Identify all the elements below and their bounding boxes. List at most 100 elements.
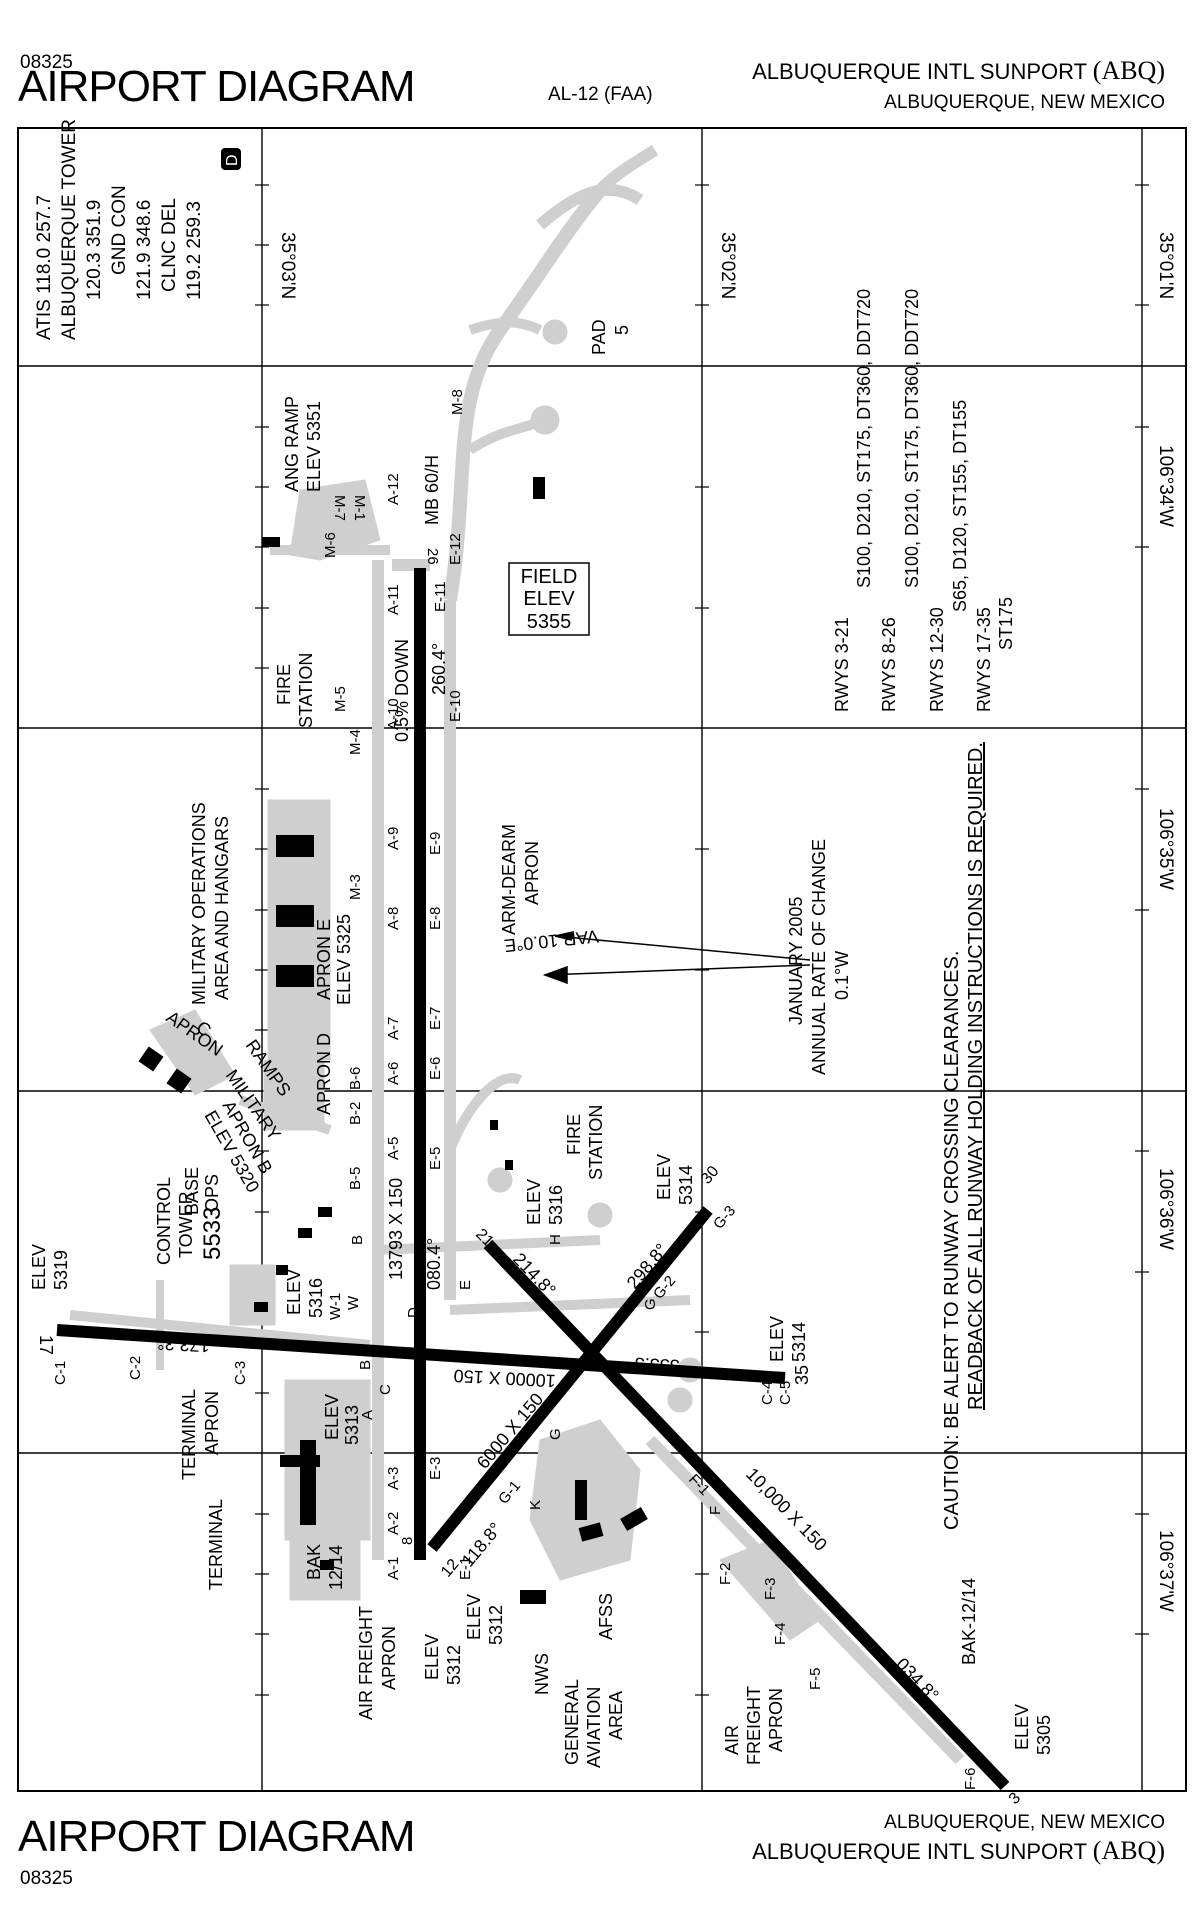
mb-label: MB 60/H [422, 455, 442, 525]
airport-name-top: ALBUQUERQUE INTL SUNPORT (ABQ) [752, 56, 1165, 86]
elev-5312a-label: ELEV [422, 1634, 442, 1680]
fire-station-line1: FIRE [274, 664, 294, 705]
twy-a3: A-3 [385, 1467, 402, 1490]
twy-a9: A-9 [385, 827, 402, 850]
twy-e6: E-6 [427, 1057, 444, 1080]
buildings [138, 477, 648, 1604]
control-tower-height: 5533 [199, 1207, 226, 1260]
twy-w-letter: W [345, 1295, 362, 1310]
air-freight-apron-right [719, 1539, 821, 1641]
ga-line3: AREA [606, 1691, 626, 1740]
pad-label: PAD [589, 319, 609, 355]
elev-5305-label: ELEV [1012, 1704, 1032, 1750]
twy-e9: E-9 [427, 832, 444, 855]
elev-5314b-value: 5314 [789, 1322, 809, 1362]
rwy17-35-dims: 10000 X 150 [453, 1366, 556, 1391]
twy-g-letter: G [642, 1298, 659, 1310]
weights-rwy3-21-values: S100, D210, ST175, DT360, DDT720 [854, 289, 874, 588]
twy-e12: E-12 [447, 533, 464, 565]
field-elev-line3: 5355 [527, 611, 572, 633]
weights-rwy8-26-values: S100, D210, ST175, DT360, DDT720 [902, 289, 922, 588]
twy-a6: A-6 [385, 1062, 402, 1085]
twy-g1: G-1 [495, 1477, 524, 1507]
weights-rwy8-26: RWYS 8-26 [879, 617, 899, 712]
nws-label: NWS [532, 1653, 552, 1695]
twy-a2: A-2 [385, 1512, 402, 1535]
twy-b6: B-6 [347, 1067, 364, 1090]
air-freight-right-line3: APRON [766, 1688, 786, 1752]
ga-line1: GENERAL [562, 1679, 582, 1765]
magvar-arrows [542, 931, 811, 985]
field-elev-text: FIELD ELEV 5355 [521, 566, 578, 633]
rwy3-end: 3 [1006, 1789, 1024, 1807]
elev-5314a-value: 5314 [676, 1165, 696, 1205]
twy-c1: C-1 [52, 1361, 69, 1385]
elev-5319-value: 5319 [51, 1250, 71, 1290]
twy-f4: F-4 [772, 1623, 789, 1646]
twy-a5: A-5 [385, 1137, 402, 1160]
lon-106-35: 106°35'W [1155, 808, 1176, 890]
twy-m6: M-6 [322, 532, 339, 558]
twy-c3: C-3 [232, 1361, 249, 1385]
rwy17-end: 17 [36, 1335, 56, 1355]
ang-ramp-elev: ELEV 5351 [304, 401, 324, 492]
fire-station2-line2: STATION [586, 1105, 606, 1180]
airport-name-bottom: ALBUQUERQUE INTL SUNPORT (ABQ) [752, 1836, 1165, 1866]
twy-e8: E-8 [427, 907, 444, 930]
magvar-line3: 0.1°W [832, 951, 852, 1000]
terminal-apron-line1: TERMINAL [179, 1389, 199, 1480]
rwy26-hdg: 260.4° [429, 643, 449, 695]
apron-d-label: APRON D [314, 1033, 334, 1115]
fire-station-line2: STATION [296, 653, 316, 728]
lon-106-37: 106°37'W [1155, 1530, 1176, 1612]
afss-label: AFSS [596, 1593, 616, 1640]
twy-d-letter: D [405, 1307, 422, 1318]
rwy26-end: 26 [424, 548, 441, 565]
lon-106-34: 106°34'W [1155, 445, 1176, 527]
base-ops-line2: OPS [202, 1174, 222, 1212]
base-ops-line1: BASE [182, 1167, 202, 1215]
twy-w1-letter: W-1 [327, 1293, 344, 1320]
twy-e-letter: E [457, 1280, 474, 1290]
atis-d-badge [221, 148, 241, 170]
rwy8-26-dims: 13793 X 150 [386, 1178, 406, 1280]
bak-left-line2: 12/14 [326, 1545, 346, 1590]
rwy8-26-slope: 0.5% DOWN [392, 639, 412, 742]
field-elev-line2: ELEV [523, 588, 575, 610]
bak-right-label: BAK-12/14 [959, 1578, 979, 1665]
twy-m3: M-3 [347, 874, 364, 900]
freq-clnc: 119.2 259.3 [184, 201, 205, 300]
twy-m1: M-1 [351, 495, 368, 521]
elev-5316w-label: ELEV [284, 1269, 304, 1315]
pad-number: 5 [612, 325, 632, 335]
twy-k-letter: K [527, 1500, 544, 1510]
rwy8-hdg: 080.4° [424, 1238, 444, 1290]
freq-atis: ATIS 118.0 257.7 [34, 195, 55, 340]
twy-a7: A-7 [385, 1017, 402, 1040]
weights-rwy12-30-values: S65, D120, ST155, DT155 [950, 400, 970, 612]
twy-b-letter: B [349, 1235, 366, 1245]
twy-f3: F-3 [762, 1578, 779, 1601]
air-freight-left-line1: AIR FREIGHT [356, 1606, 376, 1720]
elev-5319-label: ELEV [29, 1244, 49, 1290]
twy-m4: M-4 [347, 729, 364, 755]
twy-a10: A-10 [385, 698, 402, 730]
elev-5316w-value: 5316 [306, 1278, 326, 1318]
freq-gnd-label: GND CON [109, 185, 130, 275]
elev-5314a-label: ELEV [654, 1154, 674, 1200]
twy-c5: C-5 [777, 1381, 794, 1405]
fire-station2-line1: FIRE [564, 1114, 584, 1155]
twy-e10: E-10 [447, 690, 464, 722]
twy-e3: E-3 [427, 1457, 444, 1480]
elev-5312b-label: ELEV [464, 1594, 484, 1640]
elev-5313-label: ELEV [322, 1394, 342, 1440]
twy-f5: F-5 [807, 1668, 824, 1691]
rwy8-end: 8 [399, 1537, 416, 1545]
twy-b2: B-2 [347, 1102, 364, 1125]
runway-17-35 [56, 1324, 786, 1384]
atis-d-letter: D [224, 154, 241, 166]
twy-m5: M-5 [332, 686, 349, 712]
page-title-top: AIRPORT DIAGRAM [18, 62, 416, 111]
weights-rwy3-21: RWYS 3-21 [832, 617, 852, 712]
